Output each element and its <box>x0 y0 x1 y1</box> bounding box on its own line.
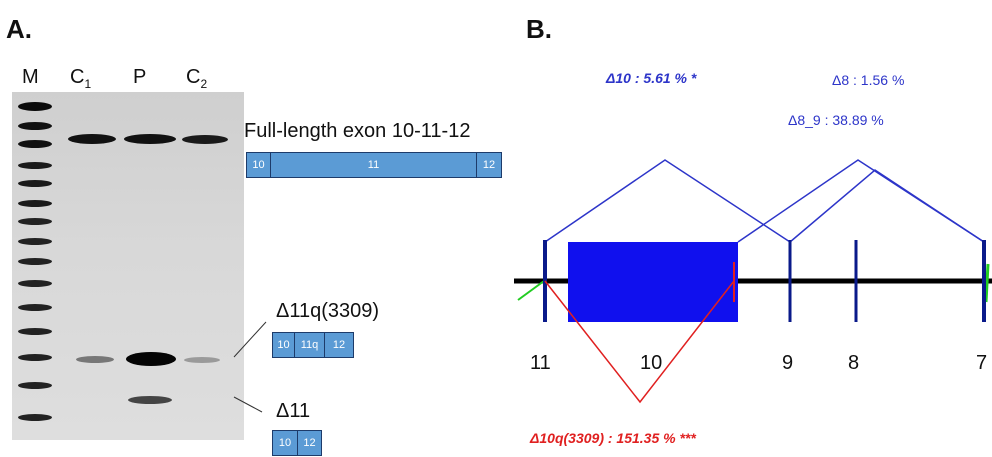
exon-segment: 10 <box>273 333 295 357</box>
ladder-band <box>18 140 52 148</box>
panel-a-label: A. <box>6 14 32 44</box>
lane-label-marker: M <box>22 66 39 88</box>
panel-b-label: B. <box>526 14 552 44</box>
arc-d10 <box>544 159 791 243</box>
exon-number-10: 10 <box>640 352 663 374</box>
delta-11-exon-box: 10 12 <box>272 430 322 456</box>
panel-a-leader-lines <box>233 321 267 413</box>
ladder-band <box>18 328 52 335</box>
ladder-band <box>18 304 52 311</box>
gel-image <box>12 92 244 440</box>
junction-label-d10q: Δ10q(3309) : 151.35 % *** <box>530 430 696 446</box>
exon-segment: 10 <box>247 153 271 177</box>
splice-graph <box>514 159 992 404</box>
lane-label-c1: C1 <box>70 66 92 91</box>
ladder-band <box>18 122 52 130</box>
exon-segment: 11 <box>271 153 477 177</box>
green-flank-left <box>517 280 545 301</box>
band-c1-d11q <box>76 356 114 363</box>
exon-number-11: 11 <box>530 352 551 374</box>
ladder-band <box>18 200 52 207</box>
exon-number-9: 9 <box>782 352 794 374</box>
full-length-label: Full-length exon 10-11-12 <box>244 120 471 142</box>
exon-segment: 12 <box>332 339 346 351</box>
exon-number-8: 8 <box>848 352 860 374</box>
green-flank-right <box>984 263 990 303</box>
ladder-band <box>18 414 52 421</box>
ladder-band <box>18 354 52 361</box>
band-c2-d11q <box>184 357 220 363</box>
ladder-band <box>18 258 52 265</box>
arc-d8-9 <box>737 159 985 243</box>
band-p-d11 <box>128 396 172 404</box>
exon-segment: 11q <box>295 333 325 357</box>
delta-11-label: Δ11 <box>276 400 311 422</box>
ladder-band <box>18 238 52 245</box>
full-length-exon-box: 10 11 12 <box>246 152 502 178</box>
junction-label-d8: Δ8 : 1.56 % <box>832 72 905 88</box>
ladder-band <box>18 162 52 169</box>
ladder-band <box>18 180 52 187</box>
arc-d10q <box>544 280 735 404</box>
junction-label-d8-9: Δ8_9 : 38.89 % <box>788 112 884 128</box>
band-c2-full <box>182 135 228 144</box>
exon-segment: 10 <box>273 431 298 455</box>
exon-10-block <box>568 242 738 322</box>
ladder-band <box>18 102 52 111</box>
band-c1-full <box>68 134 116 144</box>
band-p-full <box>124 134 176 144</box>
exon-segment: 12 <box>303 437 316 449</box>
delta-11q-exon-box: 10 11q 12 <box>272 332 354 358</box>
ladder-band <box>18 382 52 389</box>
lane-label-c2: C2 <box>186 66 208 91</box>
band-p-d11q <box>126 352 176 366</box>
lane-label-p: P <box>133 66 147 88</box>
delta-11q-label: Δ11q(3309) <box>276 300 380 322</box>
ladder-band <box>18 218 52 225</box>
arc-d8 <box>789 169 985 243</box>
junction-label-d10: Δ10 : 5.61 % * <box>606 70 697 86</box>
exon-segment: 12 <box>482 159 496 171</box>
exon-number-7: 7 <box>976 352 988 374</box>
ladder-band <box>18 280 52 287</box>
